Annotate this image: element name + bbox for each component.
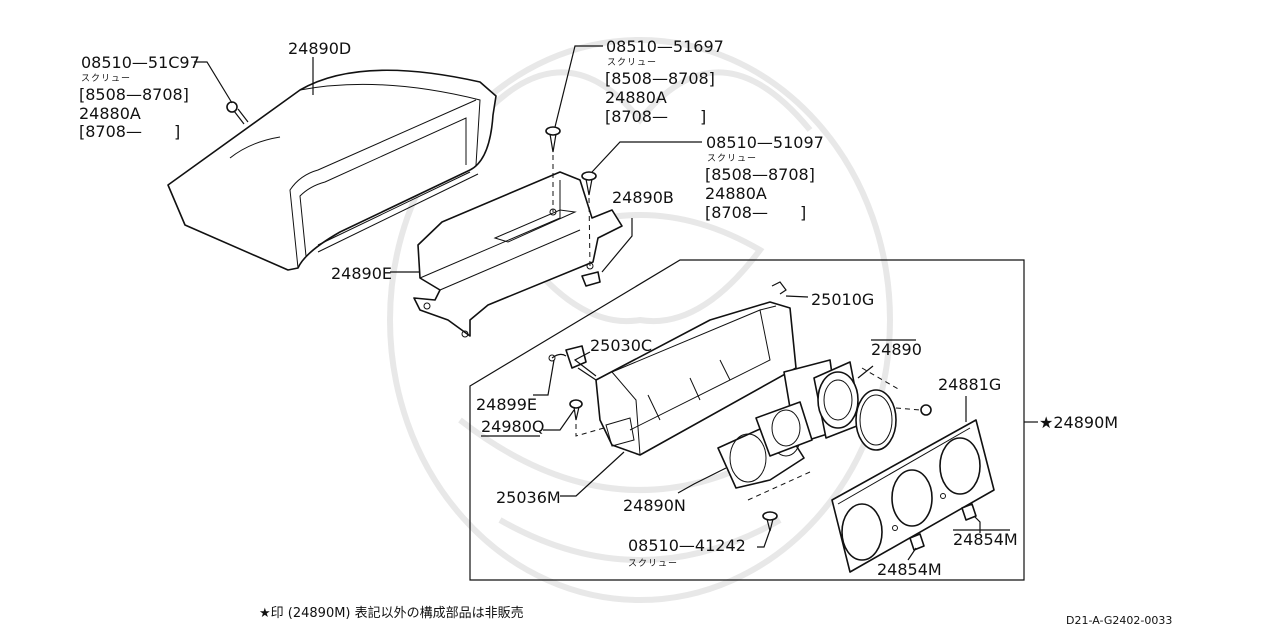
screw-3-range: [8508—8708] xyxy=(705,165,815,184)
label-24890d-text: 24890D xyxy=(288,39,351,58)
screw-3-name: スクリュー xyxy=(707,153,757,164)
label-25030c: 25030C xyxy=(590,336,652,355)
screw-4-name: スクリュー xyxy=(628,558,678,569)
bulb-24854m-a-drawing xyxy=(961,503,977,521)
meter-housing-drawing xyxy=(595,301,797,456)
label-screw-3: 08510—51097 スクリュー [8508—8708] 24880A [87… xyxy=(705,133,824,222)
clip-25010g-drawing xyxy=(771,281,787,295)
screw-2-range: [8508—8708] xyxy=(605,69,715,88)
diagram-code: D21-A-G2402-0033 xyxy=(1066,614,1172,627)
screw-3-part-number: 08510—51097 xyxy=(706,133,824,152)
bracket-24890e-drawing xyxy=(413,155,623,338)
screw-1-part-number: 08510—51C97 xyxy=(81,53,200,72)
screw-4-part-number: 08510—41242 xyxy=(628,536,746,555)
leader-lines xyxy=(194,45,1038,561)
screw-1-name: スクリュー xyxy=(81,73,131,84)
label-24890b: 24890B xyxy=(612,188,674,207)
label-24854m-b: 24854M xyxy=(877,560,942,579)
label-24881g: 24881G xyxy=(938,375,1001,394)
screw-1-alt-part: 24880A xyxy=(79,104,141,123)
hood-24890d-drawing xyxy=(167,69,497,271)
clip-24890b-drawing xyxy=(581,271,601,287)
label-24854m-a: 24854M xyxy=(953,530,1018,549)
screw-1-range: [8508—8708] xyxy=(79,85,189,104)
screw-24980q-drawing xyxy=(569,399,605,437)
screw-2-name: スクリュー xyxy=(607,57,657,68)
screw-2-part-number: 08510—51697 xyxy=(606,37,724,56)
screw-2-alt-range: [8708— ] xyxy=(605,107,706,126)
lens-24881g-drawing xyxy=(831,419,995,573)
label-screw-2: 08510—51697 スクリュー [8508—8708] 24880A [87… xyxy=(605,37,724,126)
label-24890m: ★24890M xyxy=(1039,413,1118,432)
label-24890d: 24890D xyxy=(288,39,351,58)
screw-3-alt-part: 24880A xyxy=(705,184,767,203)
screw-2-alt-part: 24880A xyxy=(605,88,667,107)
screw-3-alt-range: [8708— ] xyxy=(705,203,806,222)
circuit-24890n-drawing xyxy=(717,401,813,501)
label-24899e: 24899E xyxy=(476,395,537,414)
screw-1-alt-range: [8708— ] xyxy=(79,122,180,141)
screw-2-drawing xyxy=(545,126,561,153)
screw-3-drawing xyxy=(581,171,597,196)
label-25010g: 25010G xyxy=(811,290,874,309)
label-screw-4: 08510—41242 スクリュー xyxy=(628,536,746,569)
connector-24899e-drawing xyxy=(548,345,597,381)
screw-1-drawing xyxy=(226,101,249,125)
gauge-24890-drawing xyxy=(783,359,932,451)
label-screw-1: 08510—51C97 スクリュー [8508—8708] 24880A [87… xyxy=(79,53,200,141)
label-24890e: 24890E xyxy=(331,264,392,283)
label-24890n: 24890N xyxy=(623,496,686,515)
label-25036m: 25036M xyxy=(496,488,561,507)
kit-24890m-boundary xyxy=(469,259,1025,581)
label-24980q: 24980Q xyxy=(481,417,545,436)
label-24890: 24890 xyxy=(871,340,922,359)
footer-note: ★印 (24890M) 表記以外の構成部品は非販売 xyxy=(259,605,524,621)
bulb-24854m-b-drawing xyxy=(909,533,925,551)
